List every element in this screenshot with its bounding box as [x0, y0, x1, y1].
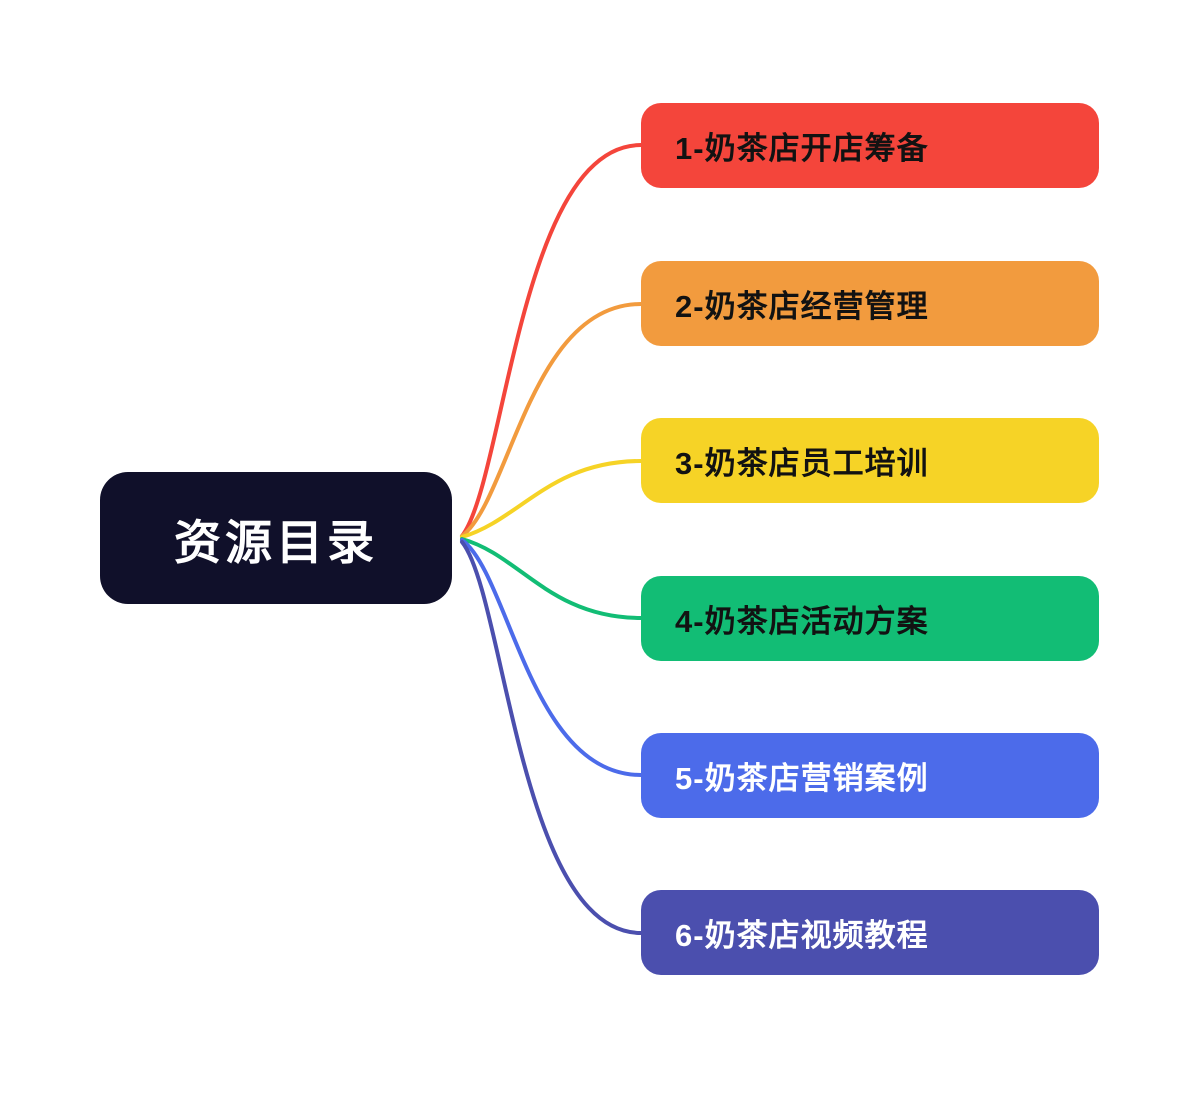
- branch-node-2[interactable]: 2-奶茶店经营管理: [641, 261, 1099, 346]
- branch-node-6-label: 6-奶茶店视频教程: [675, 918, 929, 953]
- root-node[interactable]: 资源目录: [100, 472, 452, 604]
- branch-node-4-label: 4-奶茶店活动方案: [675, 604, 929, 639]
- branch-node-2-label: 2-奶茶店经营管理: [675, 289, 929, 324]
- connector-branch-1: [460, 143, 643, 538]
- connector-branch-4: [460, 537, 643, 620]
- branch-node-6[interactable]: 6-奶茶店视频教程: [641, 890, 1099, 975]
- branch-node-5[interactable]: 5-奶茶店营销案例: [641, 733, 1099, 818]
- connector-branch-5: [460, 538, 643, 777]
- branch-node-1[interactable]: 1-奶茶店开店筹备: [641, 103, 1099, 188]
- connector-branch-2: [460, 302, 643, 538]
- branch-node-4[interactable]: 4-奶茶店活动方案: [641, 576, 1099, 661]
- branch-node-1-label: 1-奶茶店开店筹备: [675, 131, 929, 166]
- branch-node-3[interactable]: 3-奶茶店员工培训: [641, 418, 1099, 503]
- root-node-label: 资源目录: [174, 515, 378, 569]
- branch-node-5-label: 5-奶茶店营销案例: [675, 761, 929, 796]
- connector-branch-3: [460, 459, 643, 539]
- connector-branch-6: [460, 540, 643, 935]
- branch-node-3-label: 3-奶茶店员工培训: [675, 446, 929, 481]
